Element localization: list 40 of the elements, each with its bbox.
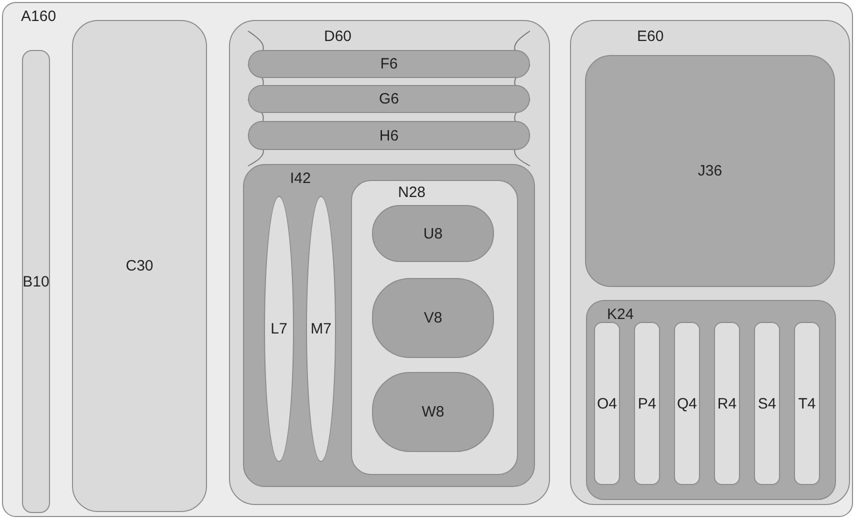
nested-region <box>248 121 530 150</box>
nested-region <box>22 50 50 513</box>
nested-region <box>248 50 530 78</box>
region-label: R4 <box>717 396 737 411</box>
region-label: U8 <box>423 226 443 241</box>
region-label: M7 <box>310 322 332 336</box>
region-label: S4 <box>758 396 776 411</box>
nested-region <box>794 322 820 485</box>
region-label: H6 <box>379 128 399 143</box>
region-label: K24 <box>607 307 634 322</box>
nested-region <box>243 164 535 487</box>
region-label: T4 <box>798 396 816 411</box>
region-label: J36 <box>698 164 722 178</box>
region-label: I42 <box>290 171 311 186</box>
nested-region <box>351 180 518 475</box>
region-label: Q4 <box>677 396 697 411</box>
region-label: F6 <box>380 56 398 72</box>
nested-region <box>248 85 530 113</box>
nested-region <box>754 322 780 485</box>
region-label: W8 <box>422 404 444 420</box>
nested-region <box>714 322 740 485</box>
region-label: O4 <box>597 396 617 411</box>
region-label: G6 <box>379 92 399 106</box>
nested-region <box>585 55 835 287</box>
nested-region <box>72 20 207 512</box>
nested-region <box>674 322 700 485</box>
region-label: C30 <box>126 258 154 274</box>
region-label: A160 <box>21 9 56 24</box>
region-label: B10 <box>22 274 50 289</box>
region-label: L7 <box>270 322 288 336</box>
region-label: P4 <box>638 396 656 411</box>
region-label: E60 <box>637 29 664 44</box>
nested-region <box>634 322 660 485</box>
region-label: N28 <box>398 185 426 200</box>
nested-region <box>586 300 836 500</box>
nested-region <box>570 20 850 505</box>
nested-region <box>229 20 550 505</box>
region-label: D60 <box>324 29 352 44</box>
region-label: V8 <box>424 310 442 326</box>
nested-region <box>594 322 620 485</box>
